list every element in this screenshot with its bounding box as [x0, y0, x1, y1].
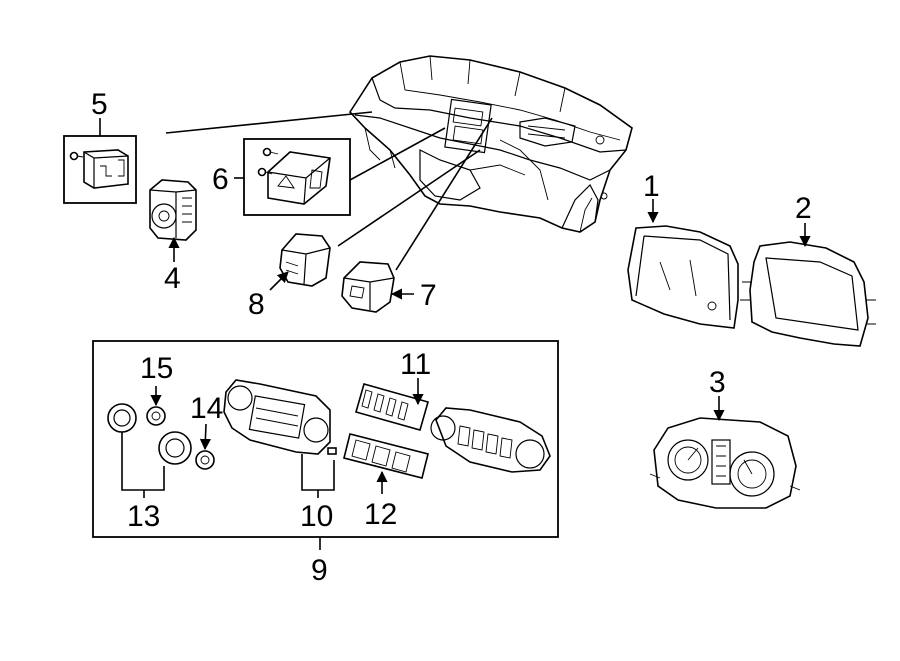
part-2-meter-panel: [740, 241, 876, 347]
callout-7: 7: [420, 279, 437, 312]
part-3-instrument-cluster: [649, 417, 801, 509]
part-5-switch: [63, 118, 137, 204]
callout-13: 13: [127, 500, 160, 533]
part-4-rotary-switch: [149, 179, 197, 241]
part-6-hazard-switch: [234, 138, 351, 216]
callout-11: 11: [400, 348, 431, 381]
part-10-control-bezel: [223, 379, 337, 498]
part-11-switch-panel: [355, 378, 429, 431]
part-15-knob: [146, 386, 166, 426]
leader-lines: [165, 111, 493, 271]
callout-3: 3: [709, 366, 726, 399]
callout-10: 10: [300, 500, 333, 533]
part-13-knobs: [107, 403, 192, 498]
callout-8: 8: [248, 288, 265, 321]
part-8-switch: [279, 233, 331, 287]
callout-6: 6: [212, 163, 229, 196]
part-7-switch: [341, 261, 395, 313]
callout-arrows: [168, 199, 811, 422]
callout-15: 15: [140, 352, 173, 385]
callout-9: 9: [311, 554, 328, 587]
callout-12: 12: [364, 498, 397, 531]
callout-numbers: 1 2 3 4 5 6 7 8 9 10 11 12 13 14 15: [91, 88, 812, 587]
part-9-heater-control-group: [92, 340, 559, 550]
part-12-switch-panel: [343, 433, 429, 494]
callout-1: 1: [643, 170, 660, 203]
callout-14: 14: [190, 392, 223, 425]
callout-2: 2: [795, 192, 812, 225]
part-1-meter-cover: [627, 225, 739, 329]
instrument-panel-illustration: [348, 55, 633, 233]
heater-control-assembly: [430, 407, 551, 473]
callout-5: 5: [91, 88, 108, 121]
part-14-knob: [195, 423, 215, 470]
callout-4: 4: [164, 262, 181, 295]
